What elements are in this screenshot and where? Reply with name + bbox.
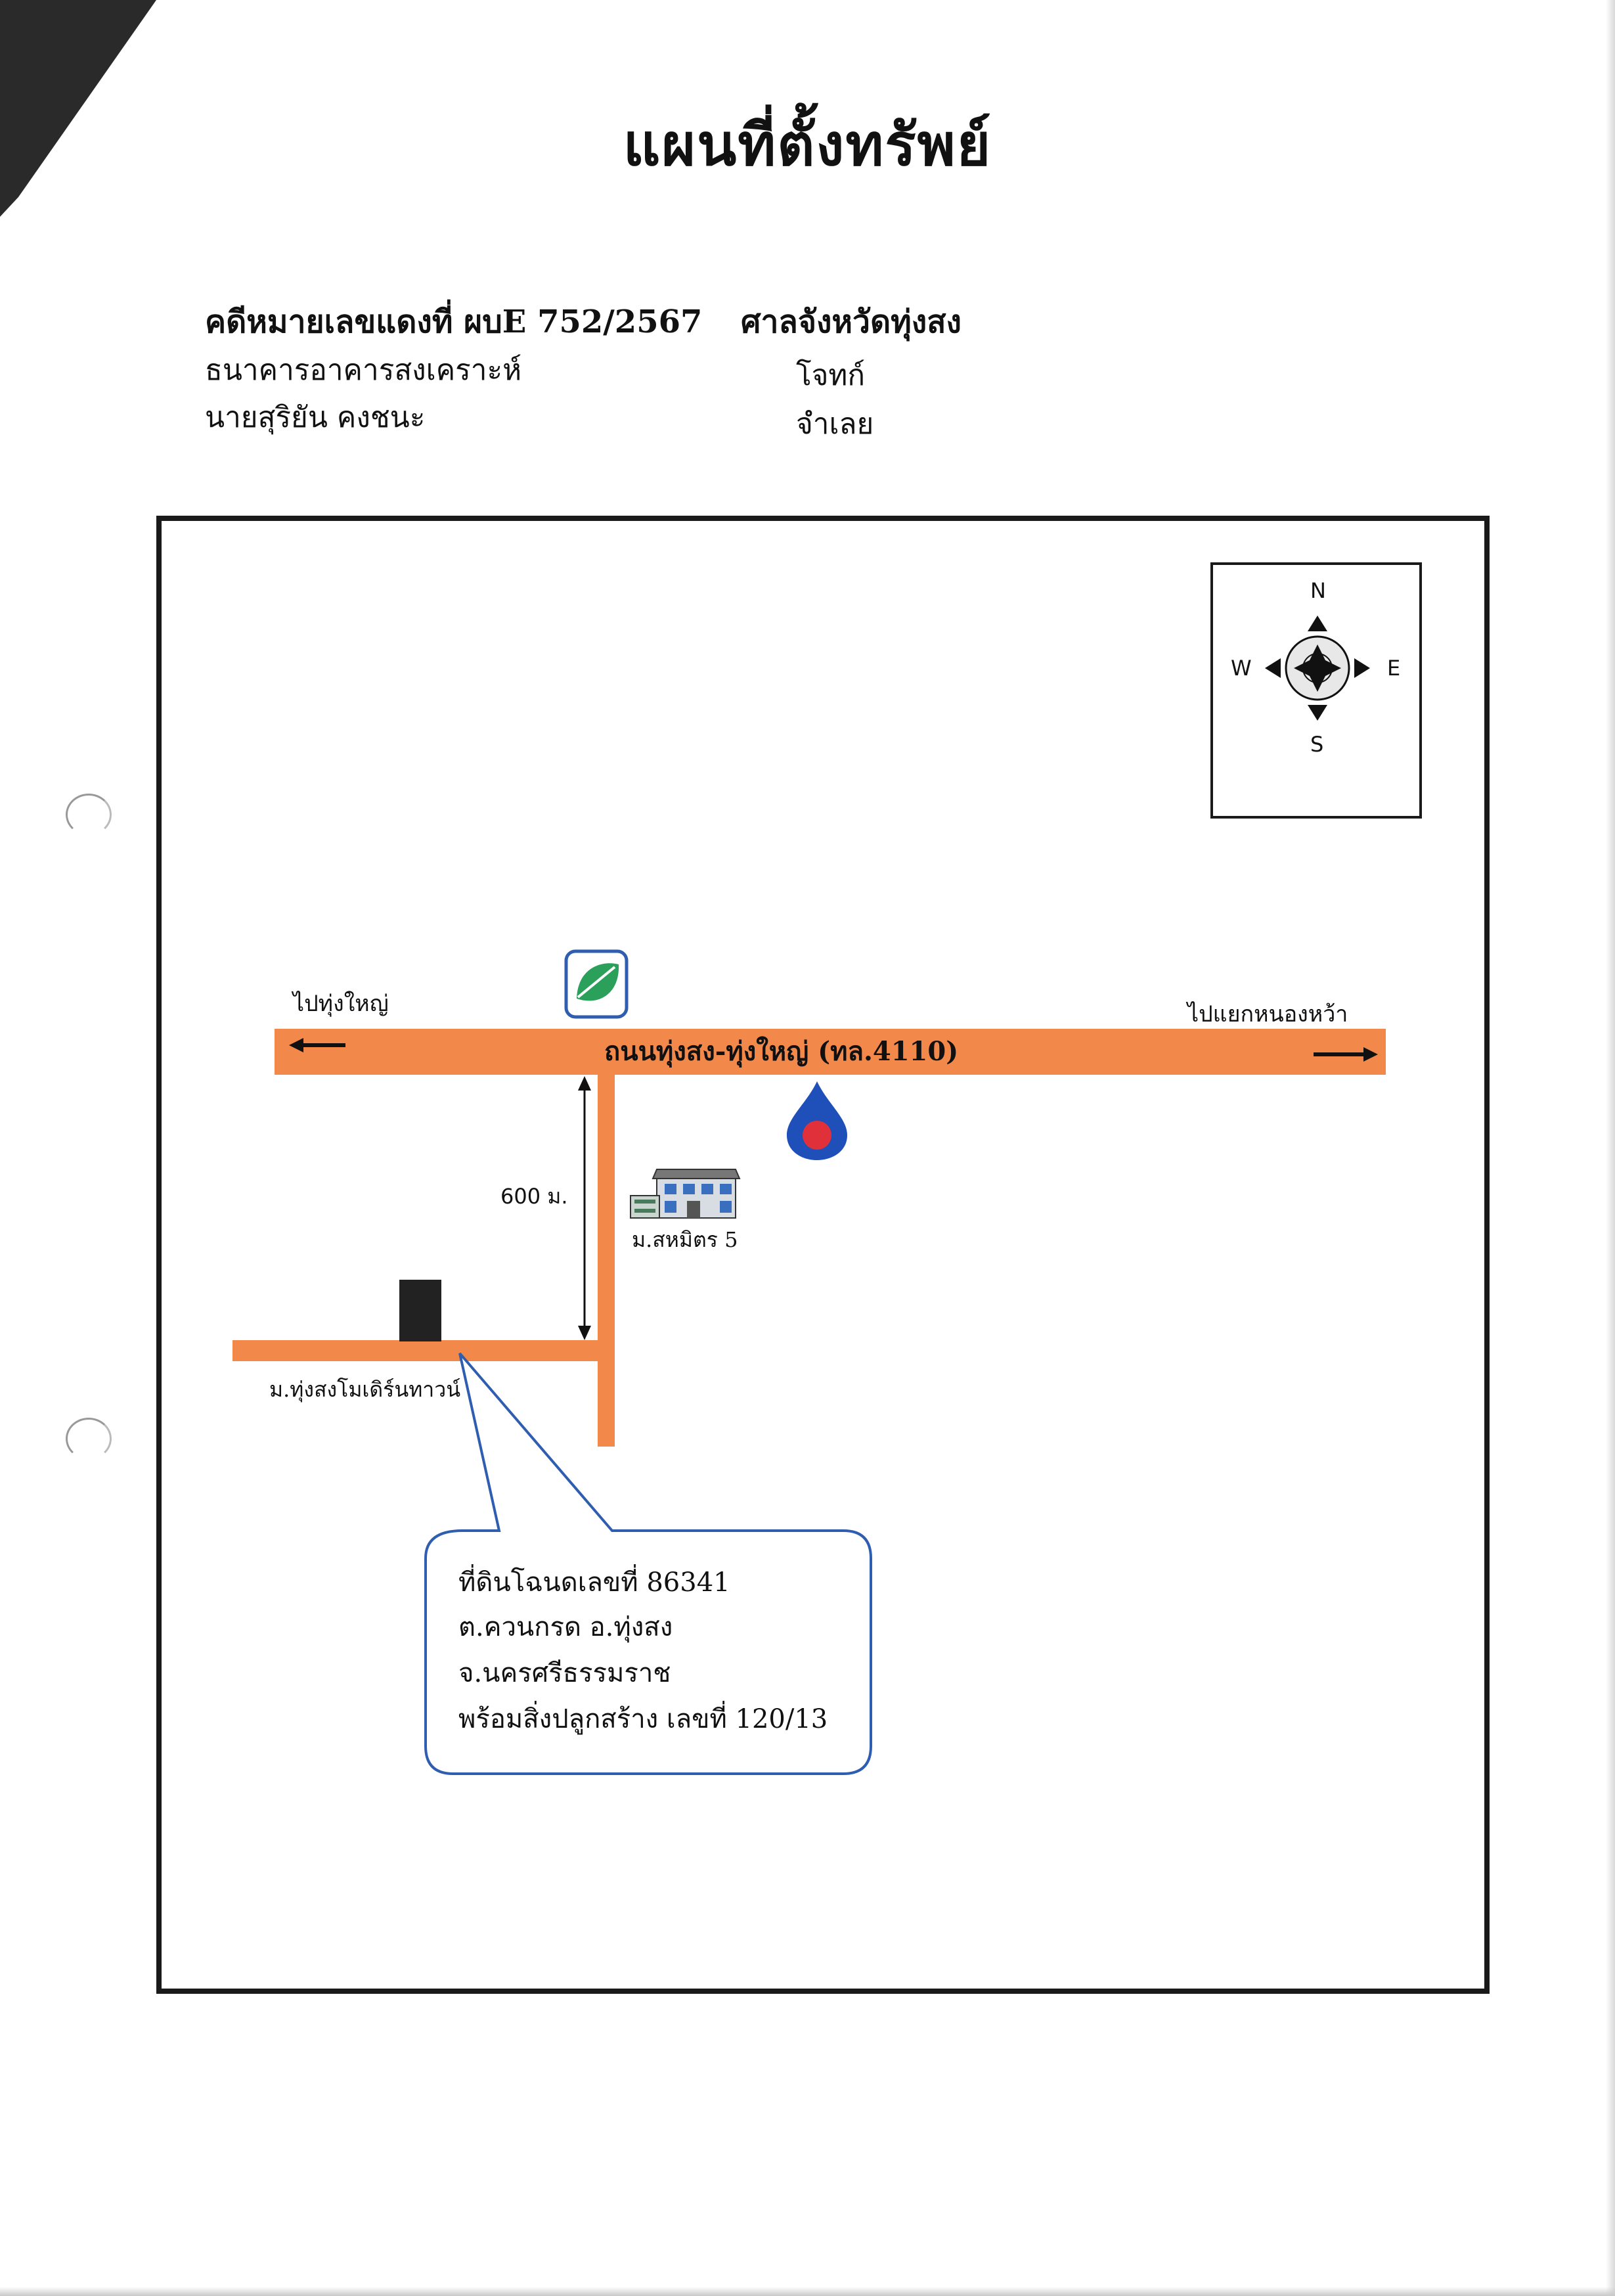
compass-box (1210, 562, 1422, 819)
page-title: แผนที่ตั้งทรัพย์ (623, 110, 992, 179)
page-corner-shadow (0, 0, 156, 217)
defendant-role: จำเลย (796, 407, 874, 441)
compass-south-label: S (1310, 732, 1324, 757)
callout-deed-number: ที่ดินโฉนดเลขที่ 86341 (458, 1567, 730, 1598)
compass-west-label: W (1231, 656, 1252, 681)
property-plot-icon (399, 1280, 441, 1341)
callout-subdistrict: ต.ควนกรด อ.ทุ่งสง (458, 1612, 673, 1642)
village-a-label: ม.สหมิตร 5 (632, 1227, 738, 1252)
punch-hole-top (66, 794, 112, 836)
page-edge-shadow (1606, 0, 1615, 2296)
court-name: ศาลจังหวัดทุ่งสง (741, 304, 962, 340)
main-road (275, 1029, 1386, 1075)
callout-building-number: พร้อมสิ่งปลูกสร้าง เลขที่ 120/13 (458, 1704, 828, 1734)
compass-north-label: N (1310, 578, 1326, 603)
side-road-horizontal (232, 1340, 615, 1361)
callout-province: จ.นครศรีธรรมราช (458, 1658, 671, 1688)
plaintiff-name: ธนาคารอาคารสงเคราะห์ (205, 353, 522, 387)
side-road-vertical (598, 1075, 615, 1447)
compass-east-label: E (1387, 656, 1401, 681)
punch-hole-bottom (66, 1418, 112, 1460)
defendant-name: นายสุริยัน คงชนะ (205, 401, 426, 434)
direction-right-label: ไปแยกหนองหว้า (1187, 1001, 1348, 1027)
case-number: คดีหมายเลขแดงที่ ผบE 752/2567 (205, 304, 703, 340)
plaintiff-role: โจทก์ (796, 359, 866, 392)
page-bottom-shadow (0, 2287, 1615, 2296)
map-frame (156, 516, 1490, 1994)
village-b-label: ม.ทุ่งสงโมเดิร์นทาวน์ (269, 1377, 461, 1402)
main-road-name: ถนนทุ่งสง-ทุ่งใหญ่ (ทล.4110) (604, 1036, 959, 1067)
direction-left-label: ไปทุ่งใหญ่ (293, 991, 389, 1017)
distance-label: 600 ม. (500, 1184, 568, 1209)
